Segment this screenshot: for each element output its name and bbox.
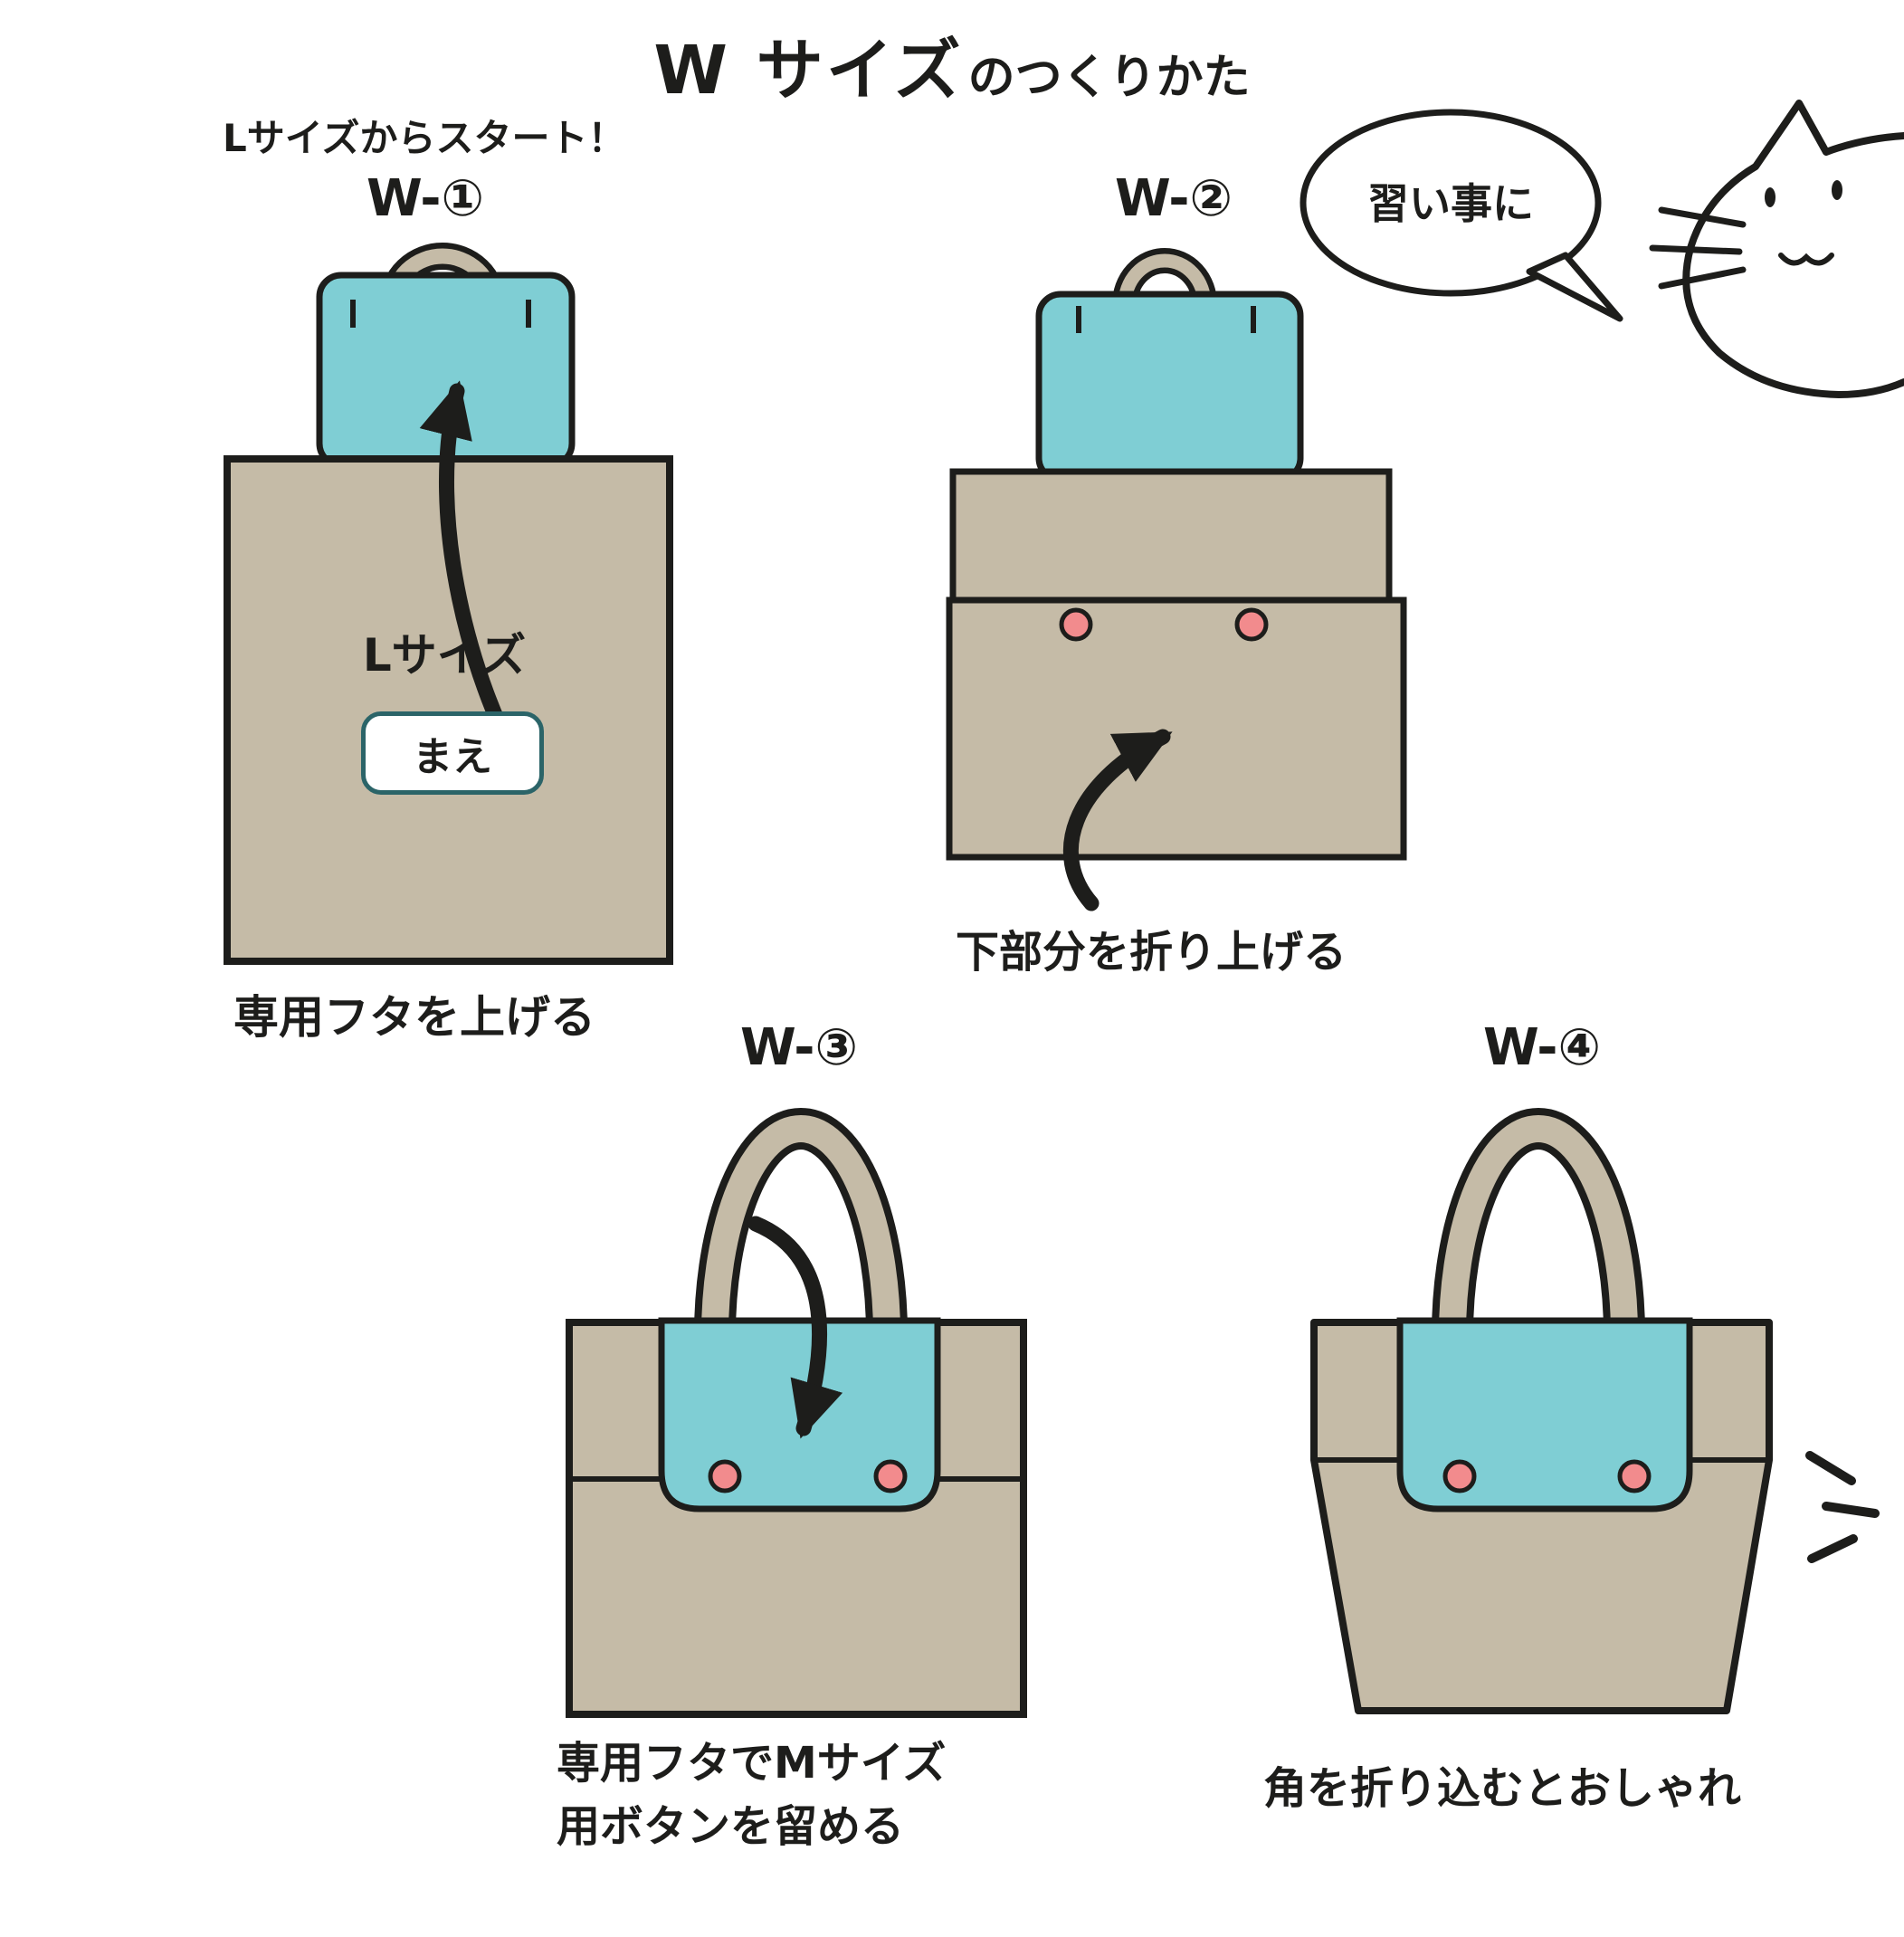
arrow-up-icon bbox=[1063, 729, 1173, 911]
bag-handle-fill bbox=[1118, 253, 1212, 305]
step3-label: W-③ bbox=[740, 1018, 858, 1077]
page-title-main: W サイズ bbox=[653, 32, 964, 110]
speech-bubble-text: 習い事に bbox=[1367, 179, 1534, 228]
emphasis-mark-icon bbox=[1822, 1502, 1880, 1518]
page-title: W サイズ のつくりかた bbox=[0, 16, 1904, 113]
step4-label: W-④ bbox=[1483, 1018, 1601, 1077]
step4-illustration bbox=[1310, 1108, 1880, 1714]
step1-label: W-① bbox=[367, 169, 484, 228]
intro-note: Lサイズからスタート！ bbox=[223, 116, 626, 160]
front-tag-text: まえ bbox=[413, 734, 492, 780]
step3-caption-line1: 専用フタでMサイズ bbox=[557, 1738, 947, 1789]
bag-size-label: Lサイズ bbox=[362, 629, 527, 682]
button-icon bbox=[1617, 1459, 1652, 1493]
step2-caption: 下部分を折り上げる bbox=[956, 927, 1347, 978]
arrow-down-icon bbox=[747, 1216, 843, 1439]
button-icon bbox=[708, 1459, 742, 1493]
step1-caption: 専用フタを上げる bbox=[233, 991, 595, 1044]
cat-whisker-icon bbox=[1658, 206, 1747, 228]
emphasis-mark-icon bbox=[1807, 1534, 1858, 1563]
step3-illustration bbox=[566, 1108, 1027, 1718]
cat-illustration bbox=[1649, 100, 1904, 398]
speech-bubble-outline bbox=[1299, 109, 1602, 297]
flap bbox=[1396, 1317, 1693, 1512]
bag-body-upper bbox=[949, 468, 1393, 604]
step3-caption-line2: 用ボタンを留める bbox=[557, 1800, 905, 1852]
step2-label: W-② bbox=[1115, 169, 1233, 228]
cat-eye-icon bbox=[1765, 187, 1775, 207]
cat-eye-icon bbox=[1832, 180, 1842, 200]
front-tag-badge: まえ bbox=[361, 711, 544, 795]
cat-mouth-icon bbox=[1778, 253, 1834, 266]
page-title-suffix: のつくりかた bbox=[967, 51, 1251, 105]
bag-handle-loop-fill bbox=[701, 1115, 900, 1336]
cat-head-icon bbox=[1682, 100, 1904, 398]
bag-handle-loop-fill bbox=[1439, 1115, 1638, 1336]
button-icon bbox=[873, 1459, 908, 1493]
bag-body-folded bbox=[946, 596, 1407, 861]
step2-illustration bbox=[946, 248, 1407, 911]
cat-whisker-icon bbox=[1658, 266, 1747, 290]
step4-caption: 角を折り込むとおしゃれ bbox=[1263, 1763, 1742, 1814]
button-icon bbox=[1059, 607, 1093, 642]
emphasis-mark-icon bbox=[1805, 1451, 1856, 1485]
step1-illustration bbox=[224, 243, 673, 965]
button-icon bbox=[1234, 607, 1269, 642]
speech-bubble-tail bbox=[1526, 252, 1623, 322]
speech-bubble bbox=[1299, 109, 1623, 322]
button-icon bbox=[1442, 1459, 1477, 1493]
step3-caption: 専用フタでMサイズ 用ボタンを留める bbox=[557, 1732, 946, 1858]
cat-whisker-icon bbox=[1649, 244, 1743, 255]
